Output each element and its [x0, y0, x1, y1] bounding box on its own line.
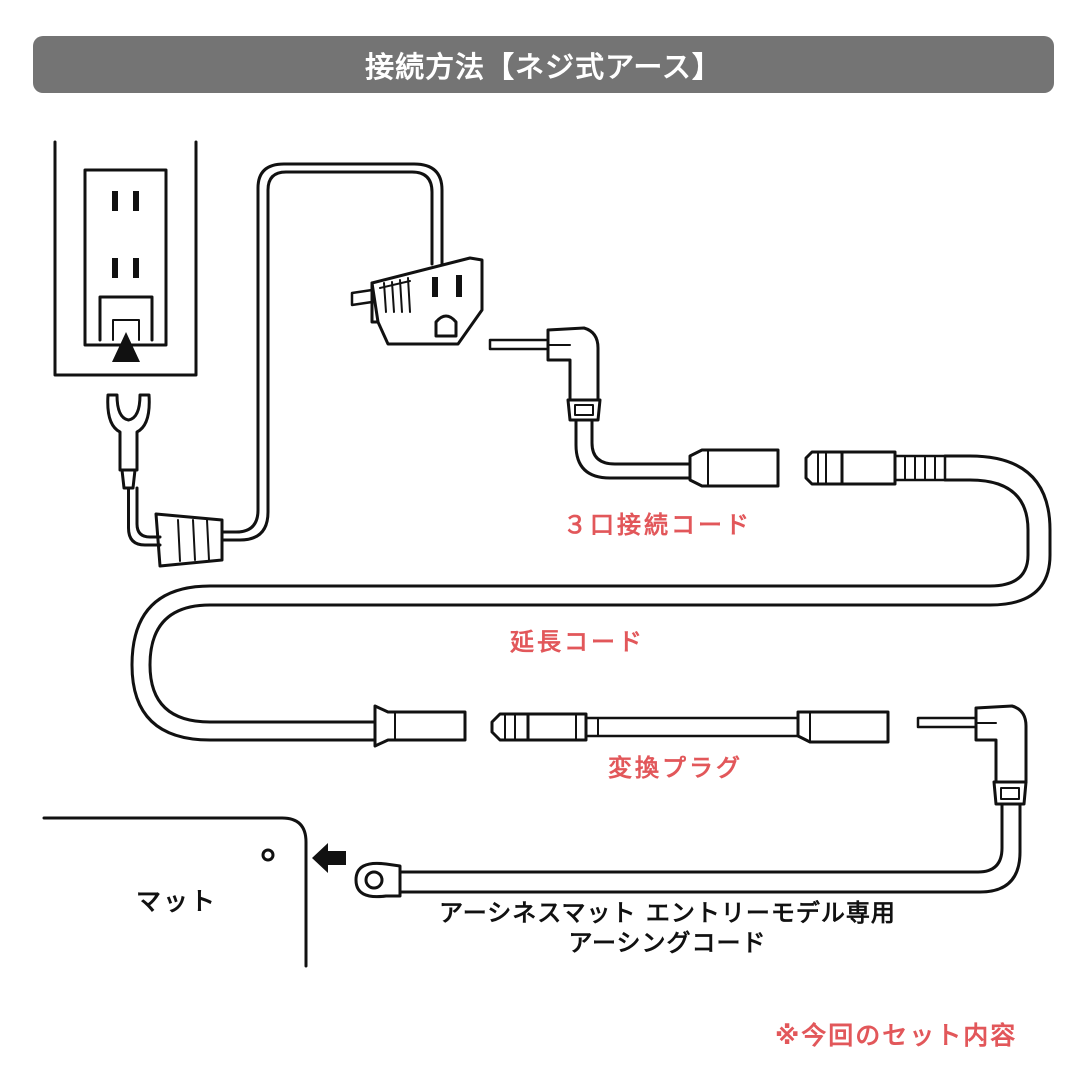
- mat-label: マット: [136, 887, 218, 916]
- conversion-plug-label: 変換プラグ: [608, 754, 743, 782]
- mat-icon: [42, 816, 308, 968]
- wall-outlet-icon: [53, 140, 198, 377]
- ground-fork-terminal-icon: [106, 393, 151, 490]
- earthing-cord-label-line1: アーシネスマット エントリーモデル専用: [439, 899, 896, 927]
- earthing-cord: [398, 704, 1028, 894]
- set-contents-note: ※今回のセット内容: [775, 1021, 1018, 1050]
- ring-terminal-icon: [354, 861, 402, 899]
- extension-cord: [130, 450, 1052, 748]
- three-port-cord: [488, 326, 780, 488]
- arrow-icon: [312, 843, 346, 873]
- power-cord: [127, 170, 434, 547]
- earthing-cord-label: アーシネスマット エントリーモデル専用 アーシングコード: [395, 898, 940, 958]
- three-port-cord-label: ３口接続コード: [563, 511, 752, 539]
- conversion-plug: [490, 710, 890, 744]
- earthing-cord-label-line2: アーシングコード: [568, 929, 767, 957]
- three-prong-adapter-icon: [350, 256, 484, 346]
- title-bar: 接続方法【ネジ式アース】: [33, 36, 1054, 93]
- page-title: 接続方法【ネジ式アース】: [365, 49, 722, 84]
- plug-icon: [154, 512, 224, 568]
- extension-cord-label: 延長コード: [510, 628, 645, 656]
